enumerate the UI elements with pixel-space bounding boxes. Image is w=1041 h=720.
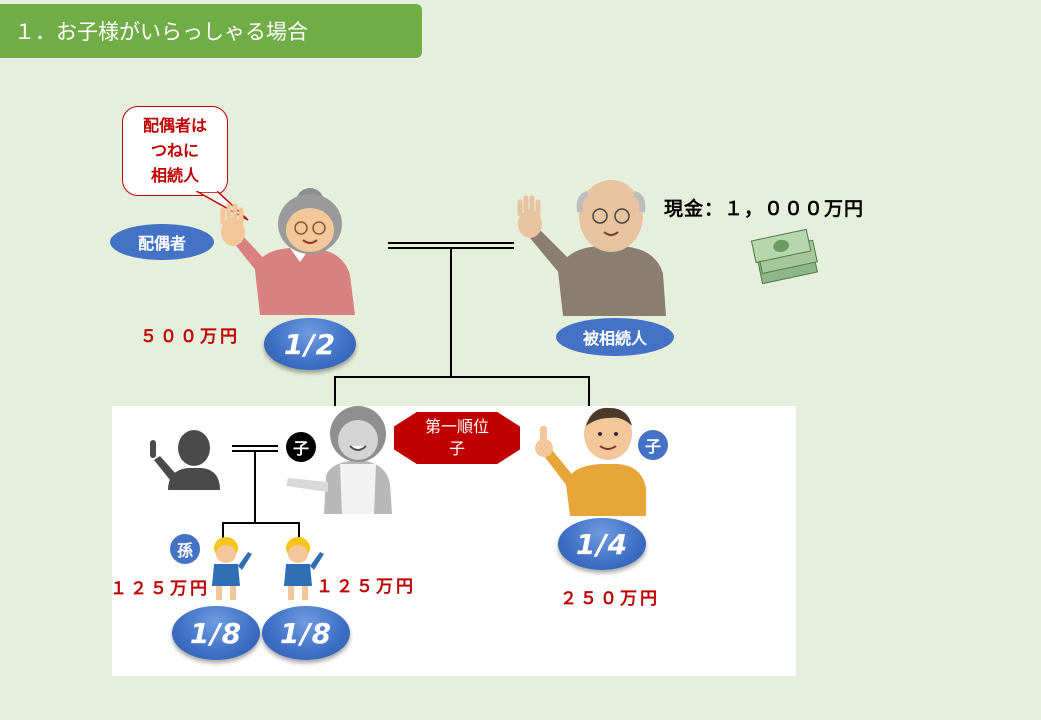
spouse-amount: ５００万円 (140, 327, 240, 347)
deceased-child-figure (286, 406, 392, 514)
grandchild-1-amount: １２５万円 (110, 579, 210, 599)
spouse-label: 配偶者 (110, 224, 214, 260)
spouse-label-text: 配偶者 (137, 234, 186, 253)
living-child-figure (535, 407, 646, 516)
spouse-figure (220, 188, 355, 315)
child-amount: ２５０万円 (560, 589, 660, 609)
decedent-label: 被相続人 (556, 318, 674, 356)
child-mark-1: 子 (286, 432, 316, 462)
grandchild-2-share-badge: 1/8 (262, 606, 350, 660)
section-title: １．お子様がいらっしゃる場合 (14, 20, 308, 44)
child-spouse-silhouette (150, 430, 220, 490)
trunk-line (450, 247, 452, 377)
child-mark-1-text: 子 (292, 439, 309, 458)
child-left-drop (334, 376, 336, 406)
grand-left-drop (222, 522, 224, 540)
decedent-figure (517, 180, 666, 316)
grandchild-figure-1 (212, 537, 252, 600)
child-mark-2: 子 (638, 430, 668, 460)
grand-right-drop (298, 522, 300, 540)
first-order-badge: 第一順位 子 (394, 412, 520, 464)
grandchild-2-share: 1/8 (279, 616, 333, 650)
first-order-line-2: 子 (448, 439, 465, 458)
spouse-share-badge: 1/2 (264, 318, 356, 370)
grandchild-figure-2 (284, 537, 324, 600)
spouse-callout: 配偶者は つねに 相続人 (122, 106, 228, 196)
child-marriage-line-1 (232, 445, 278, 447)
child-mark-2-text: 子 (644, 437, 661, 456)
grandchild-1-share: 1/8 (189, 616, 243, 650)
money-icon (750, 228, 818, 285)
callout-line-3: 相続人 (150, 166, 199, 185)
grandchild-2-amount: １２５万円 (316, 577, 416, 597)
estate-cash-text: 現金：１，０００万円 (664, 198, 865, 220)
callout-line-2: つねに (150, 141, 199, 160)
decedent-label-text: 被相続人 (582, 329, 647, 348)
child-right-drop (588, 376, 590, 406)
section-header: １．お子様がいらっしゃる場合 (0, 4, 422, 58)
children-bar (334, 376, 590, 378)
child-share-badge: 1/4 (558, 518, 646, 570)
child-share: 1/4 (575, 527, 629, 561)
grandchild-mark: 孫 (170, 534, 200, 564)
first-order-line-1: 第一順位 (424, 417, 489, 436)
spouse-share: 1/2 (283, 327, 337, 361)
marriage-line-top-1 (388, 242, 514, 244)
grand-trunk (254, 450, 256, 524)
grandchild-1-share-badge: 1/8 (172, 606, 260, 660)
callout-line-1: 配偶者は (142, 116, 207, 135)
grandchild-mark-text: 孫 (176, 541, 193, 560)
grand-bar (222, 522, 300, 524)
